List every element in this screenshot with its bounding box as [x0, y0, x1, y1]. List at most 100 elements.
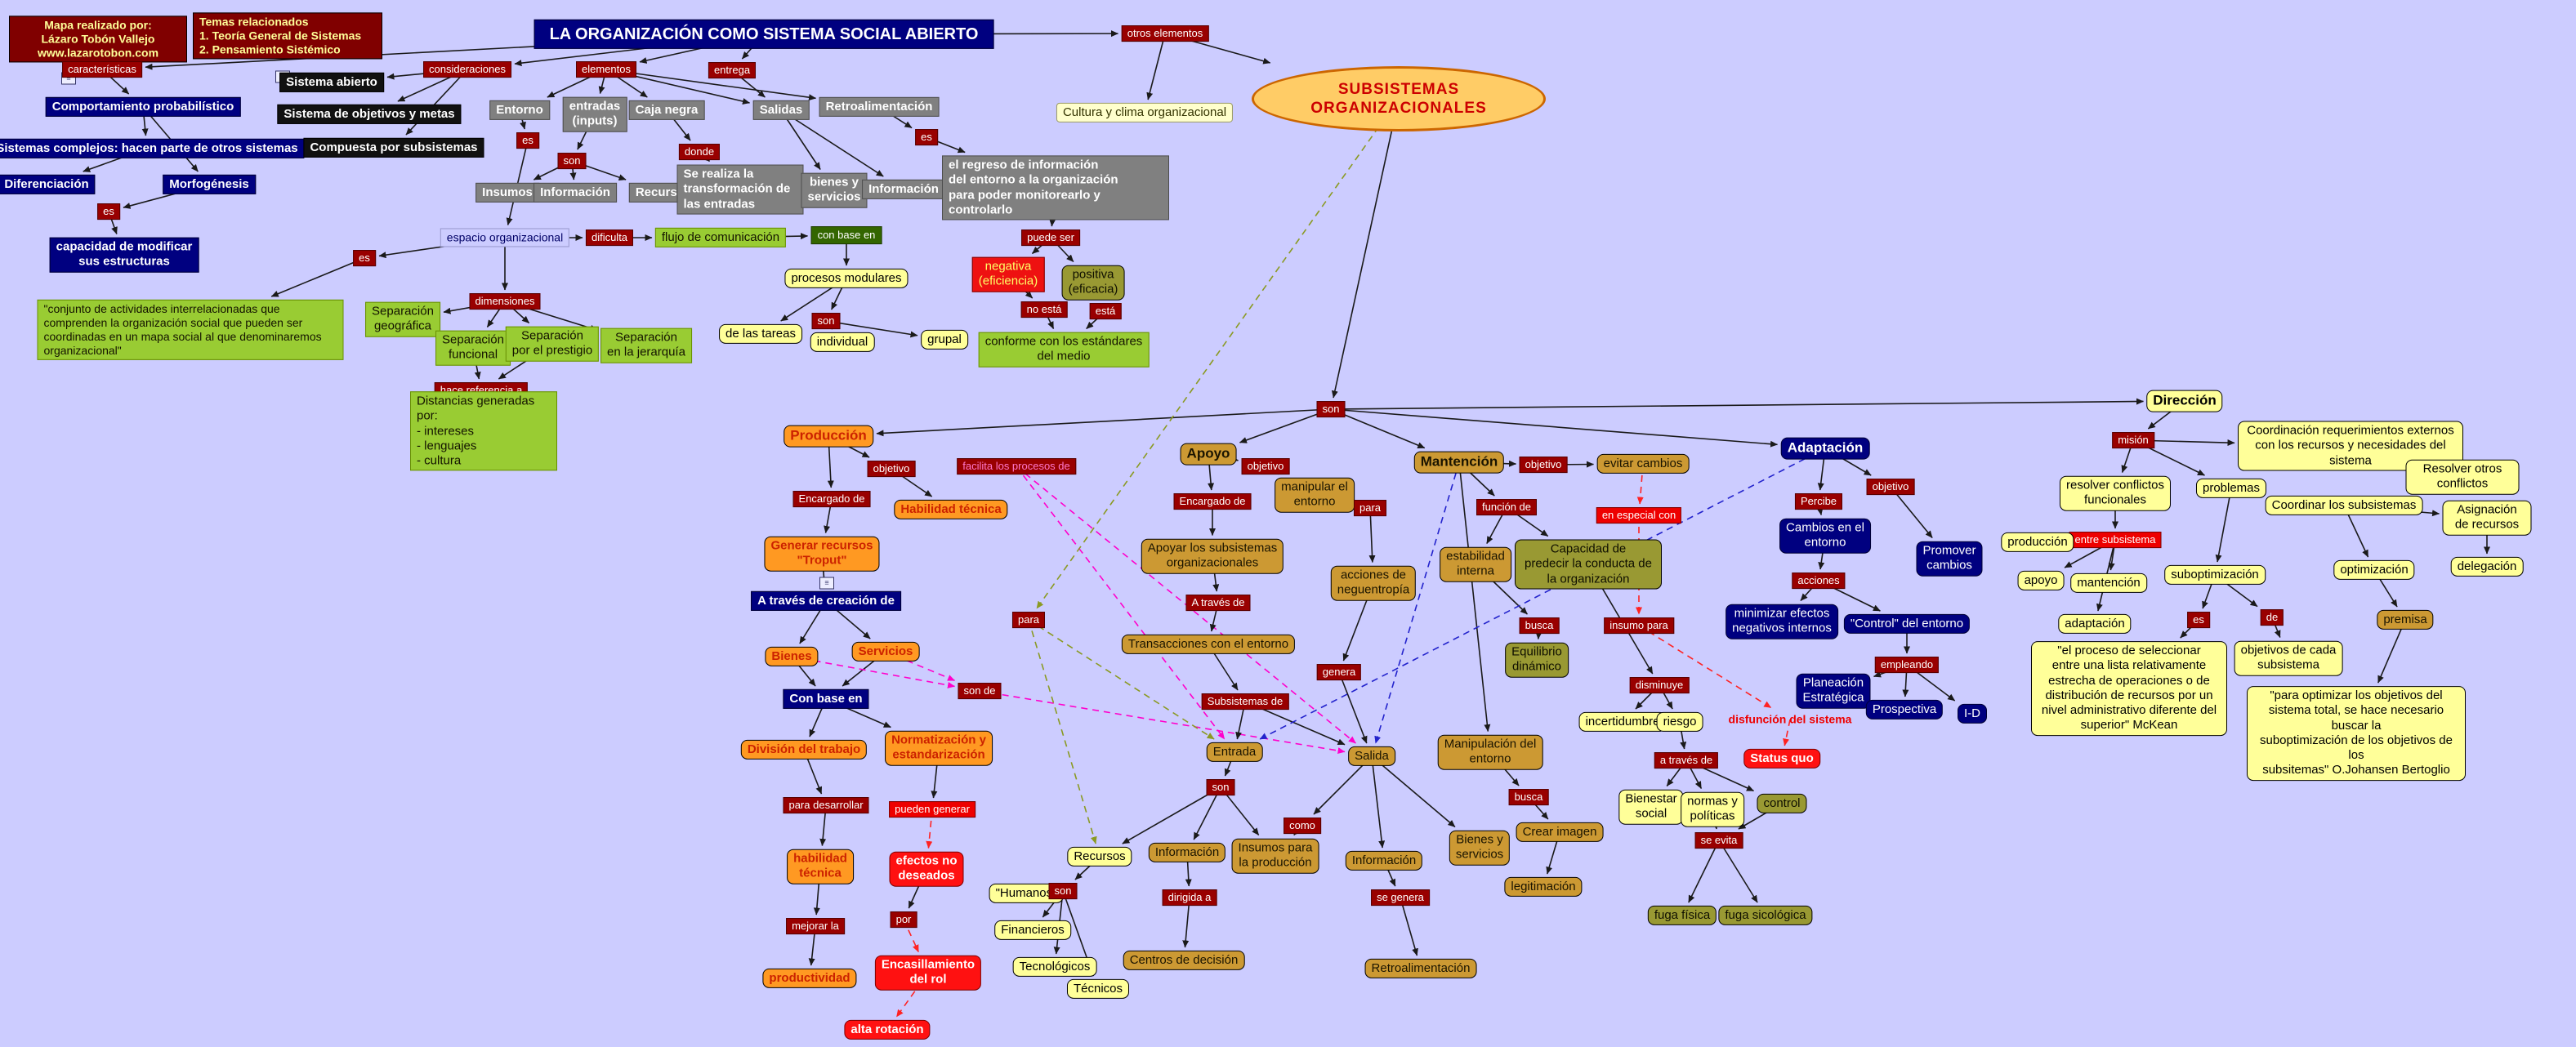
- node-cultura-clima[interactable]: Cultura y clima organizacional: [1056, 102, 1234, 123]
- node-transacciones[interactable]: Transacciones con el entorno: [1121, 634, 1296, 655]
- node-fuga-sicologica[interactable]: fuga sicológica: [1718, 905, 1813, 926]
- node-optimizacion[interactable]: optimización: [2333, 559, 2415, 581]
- node-credit[interactable]: Mapa realizado por: Lázaro Tobón Vallejo…: [9, 16, 187, 63]
- node-para2[interactable]: para: [1353, 500, 1387, 516]
- node-riesgo[interactable]: riesgo: [1656, 711, 1703, 733]
- node-salida[interactable]: Salida: [1348, 746, 1395, 767]
- node-sistemas-complejos[interactable]: Sistemas complejos: hacen parte de otros…: [0, 138, 305, 159]
- node-objetivo2[interactable]: objetivo: [1241, 458, 1290, 474]
- node-es5[interactable]: es: [2187, 612, 2210, 628]
- node-se-genera[interactable]: se genera: [1371, 889, 1430, 906]
- node-como[interactable]: como: [1284, 818, 1321, 834]
- node-servicios2[interactable]: Servicios: [851, 641, 920, 662]
- node-sep-funcional[interactable]: Separación funcional: [435, 330, 511, 366]
- node-estabilidad[interactable]: estabilidad interna: [1440, 546, 1511, 582]
- node-resolver-conflictos[interactable]: resolver conflictos funcionales: [2059, 475, 2172, 511]
- node-apoyar-subsistemas[interactable]: Apoyar los subsistemas organizacionales: [1141, 538, 1284, 574]
- node-objetivo4[interactable]: objetivo: [1866, 479, 1915, 495]
- node-coordinar-subsistemas[interactable]: Coordinar los subsistemas: [2265, 495, 2423, 516]
- node-para1[interactable]: para: [1011, 612, 1046, 628]
- node-entradas[interactable]: entradas (inputs): [562, 96, 627, 132]
- node-tecnologicos[interactable]: Tecnológicos: [1012, 956, 1097, 978]
- node-retroalimentacion1[interactable]: Retroalimentación: [819, 96, 940, 118]
- node-normas[interactable]: normas y políticas: [1681, 791, 1744, 827]
- node-planeacion[interactable]: Planeación Estratégica: [1796, 673, 1871, 709]
- node-entorno[interactable]: Entorno: [489, 100, 550, 121]
- node-funcion-de[interactable]: función de: [1476, 499, 1537, 515]
- node-recursos2[interactable]: Recursos: [1067, 846, 1132, 867]
- node-financieros[interactable]: Financieros: [994, 920, 1071, 941]
- node-mantencion[interactable]: Mantención: [1413, 451, 1505, 474]
- node-dirigida-a[interactable]: dirigida a: [1162, 889, 1217, 906]
- node-insumos[interactable]: Insumos: [475, 182, 539, 203]
- node-de1[interactable]: de: [2260, 609, 2284, 626]
- node-produccion[interactable]: Producción: [784, 425, 873, 448]
- node-son2[interactable]: son: [811, 313, 841, 329]
- node-bienes2[interactable]: Bienes: [765, 646, 819, 667]
- node-traves-de2[interactable]: A través de: [1185, 595, 1251, 611]
- node-son3[interactable]: son: [1316, 401, 1346, 417]
- node-bienes-servicios2[interactable]: Bienes y servicios: [1449, 830, 1511, 866]
- node-prospectiva[interactable]: Prospectiva: [1865, 699, 1944, 720]
- node-busca1[interactable]: busca: [1519, 617, 1560, 634]
- node-negativa[interactable]: negativa (eficiencia): [971, 256, 1045, 292]
- node-transformacion[interactable]: Se realiza la transformación de las entr…: [676, 164, 804, 215]
- node-a-traves-de3[interactable]: a través de: [1654, 752, 1719, 769]
- node-es3[interactable]: es: [915, 129, 938, 145]
- node-puede-ser[interactable]: puede ser: [1021, 229, 1080, 246]
- node-objetivo1[interactable]: objetivo: [867, 461, 916, 477]
- node-en-especial[interactable]: en especial con: [1596, 507, 1682, 524]
- node-premisa[interactable]: premisa: [2377, 609, 2434, 630]
- node-son1[interactable]: son: [557, 153, 587, 169]
- node-incertidumbre[interactable]: incertidumbre: [1578, 711, 1667, 733]
- node-direccion[interactable]: Dirección: [2146, 390, 2223, 412]
- node-con-base-en1[interactable]: con base en: [810, 226, 882, 244]
- node-percibe[interactable]: Percibe: [1794, 493, 1843, 510]
- node-dificulta[interactable]: dificulta: [585, 229, 634, 246]
- node-individual[interactable]: individual: [810, 332, 875, 353]
- node-mision[interactable]: misión: [2112, 432, 2154, 448]
- node-empleando[interactable]: empleando: [1874, 657, 1940, 673]
- node-retroalimentacion2[interactable]: Retroalimentación: [1364, 958, 1477, 979]
- node-diferenciacion[interactable]: Diferenciación: [0, 174, 96, 195]
- node-encargado2[interactable]: Encargado de: [1173, 493, 1252, 510]
- resource-icon[interactable]: ≡: [819, 577, 834, 590]
- node-title[interactable]: LA ORGANIZACIÓN COMO SISTEMA SOCIAL ABIE…: [534, 19, 994, 50]
- node-resolver-otros[interactable]: Resolver otros conflictos: [2405, 459, 2520, 495]
- node-distancias[interactable]: Distancias generadas por: - intereses - …: [410, 391, 557, 471]
- node-insumo-para[interactable]: insumo para: [1604, 617, 1674, 634]
- node-entre-subsistema[interactable]: entre subsistema: [2069, 532, 2162, 548]
- node-mantencion2[interactable]: mantención: [2070, 573, 2147, 594]
- node-manipular[interactable]: manipular el entorno: [1275, 477, 1355, 513]
- node-legitimacion[interactable]: legitimación: [1504, 876, 1583, 898]
- node-crear-imagen[interactable]: Crear imagen: [1516, 822, 1604, 843]
- node-fuga-fisica[interactable]: fuga física: [1647, 905, 1717, 926]
- node-capacidad[interactable]: capacidad de modificar sus estructuras: [49, 237, 199, 273]
- node-positiva[interactable]: positiva (eficacia): [1061, 265, 1125, 301]
- node-apoyo[interactable]: Apoyo: [1180, 443, 1237, 466]
- node-encargado1[interactable]: Encargado de: [792, 491, 871, 507]
- node-objetivo3[interactable]: objetivo: [1519, 457, 1568, 473]
- node-entrada[interactable]: Entrada: [1206, 742, 1263, 763]
- node-dimensiones[interactable]: dimensiones: [469, 293, 541, 310]
- node-procesos-modulares[interactable]: procesos modulares: [784, 268, 909, 289]
- node-informacion3[interactable]: Información: [1148, 842, 1226, 863]
- node-donde[interactable]: donde: [678, 144, 721, 160]
- node-esta[interactable]: está: [1089, 303, 1122, 319]
- node-generar-recursos[interactable]: Generar recursos "Troput": [764, 536, 880, 572]
- node-informacion4[interactable]: Información: [1345, 850, 1423, 871]
- node-es1[interactable]: es: [97, 203, 120, 220]
- node-bertoglio[interactable]: "para optimizar los objetivos del sistem…: [2247, 686, 2466, 781]
- node-otros-elementos[interactable]: otros elementos: [1121, 25, 1209, 42]
- node-efectos-no-deseados[interactable]: efectos no deseados: [889, 851, 964, 887]
- node-mckean[interactable]: "el proceso de seleccionar entre una lis…: [2031, 641, 2227, 736]
- node-suboptimizacion[interactable]: suboptimización: [2164, 564, 2266, 586]
- node-busca2[interactable]: busca: [1508, 789, 1549, 805]
- node-consideraciones[interactable]: consideraciones: [423, 61, 511, 78]
- node-comportamiento[interactable]: Comportamiento probabilístico: [45, 96, 241, 118]
- node-caracteristicas[interactable]: características: [62, 61, 142, 78]
- node-bienestar[interactable]: Bienestar social: [1618, 789, 1684, 825]
- node-caja-negra[interactable]: Caja negra: [628, 100, 705, 121]
- node-grupal[interactable]: grupal: [921, 329, 968, 350]
- node-subsistemas-de[interactable]: Subsistemas de: [1201, 693, 1289, 710]
